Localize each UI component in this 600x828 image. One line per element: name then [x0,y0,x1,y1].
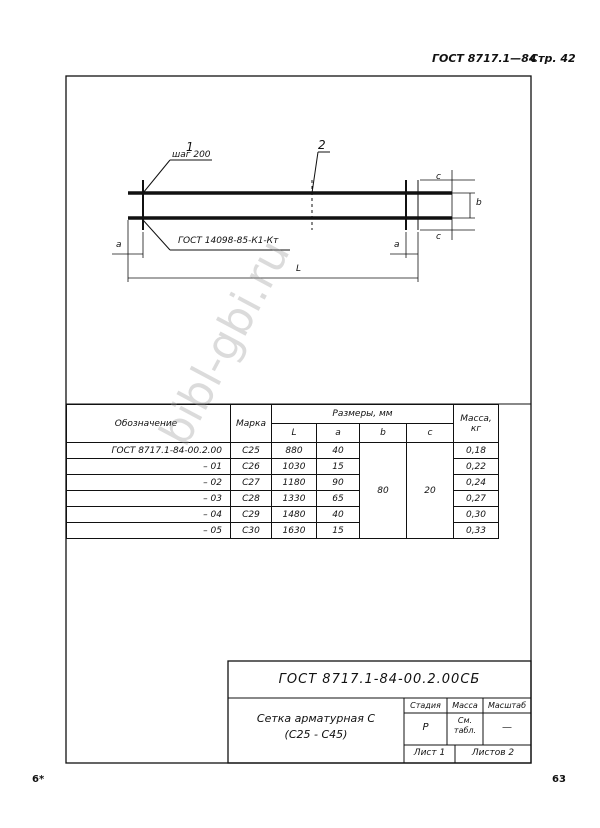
sheets-total: Листов 2 [471,748,515,758]
cell-designation: ГОСТ 8717.1-84-00.2.00 [66,442,231,459]
th-dims: Размеры, мм [271,404,454,424]
scale-label: Масштаб [487,701,527,710]
footer-left: 6* [32,774,45,785]
cell-l: 1480 [271,506,317,523]
table-row: – 05 С30 1630 15 0,33 [66,522,499,539]
scale-value: — [502,722,512,733]
footer-right: 63 [552,774,566,785]
cell-l: 1330 [271,490,317,507]
cell-b-shared: 80 [359,442,407,539]
cell-mass: 0,22 [453,458,499,475]
cell-mass: 0,30 [453,506,499,523]
stage-label: Стадия [410,701,441,710]
title-block-frame [227,660,532,764]
cell-mark: С27 [230,474,272,491]
cell-a: 40 [316,506,360,523]
cell-designation: – 01 [66,458,231,475]
title-block-name-line1: Сетка арматурная С [256,712,376,725]
dim-b: b [476,198,482,208]
table-row: – 02 С27 1180 90 0,24 [66,474,499,491]
cell-designation: – 02 [66,474,231,491]
page-label: Стр. 42 [530,52,576,65]
cell-designation: – 03 [66,490,231,507]
cell-a: 90 [316,474,360,491]
cell-mark: С29 [230,506,272,523]
dim-l: L [296,264,302,274]
cell-a: 40 [316,442,360,459]
leader-2 [311,151,319,194]
th-l: L [271,423,317,443]
mass-value: См. табл. [453,716,477,735]
cell-l: 1030 [271,458,317,475]
cell-mass: 0,27 [453,490,499,507]
pitch-note: шаг 200 [172,150,211,160]
cell-mark: С30 [230,522,272,539]
cell-designation: – 04 [66,506,231,523]
title-block-name-line2: (С25 - С45) [284,728,348,741]
cell-l: 880 [271,442,317,459]
doc-code-header: ГОСТ 8717.1—84 [432,52,537,65]
weld-leader [142,219,171,251]
cell-designation: – 05 [66,522,231,539]
cell-mass: 0,33 [453,522,499,539]
th-a: a [316,423,360,443]
cell-l: 1180 [271,474,317,491]
cell-a: 65 [316,490,360,507]
th-b: b [359,423,407,443]
cell-a: 15 [316,458,360,475]
cell-mark: С28 [230,490,272,507]
table-row: ГОСТ 8717.1-84-00.2.00 С25 880 40 80 20 … [66,442,499,539]
dim-a-left: a [116,240,122,250]
leader-1 [142,159,171,194]
table-row: – 03 С28 1330 65 0,27 [66,490,499,507]
cell-mass: 0,24 [453,474,499,491]
th-mass: Масса, кг [453,404,499,443]
mass-label: Масса [452,701,478,710]
stage-value: Р [422,722,429,733]
th-mark: Марка [230,404,272,443]
dim-a-right: a [394,240,400,250]
cell-mass: 0,18 [453,442,499,459]
callout-2: 2 [318,138,326,152]
dim-c-bottom: c [436,232,441,242]
weld-note: ГОСТ 14098-85-К1-Кт [178,236,279,246]
cell-mark: С25 [230,442,272,459]
cell-a: 15 [316,522,360,539]
th-designation: Обозначение [66,404,231,443]
callout-1: 1 [186,140,194,154]
cell-l: 1630 [271,522,317,539]
spec-table: Обозначение Марка Размеры, мм Масса, кг … [66,404,499,539]
th-c: c [406,423,454,443]
cell-mark: С26 [230,458,272,475]
title-block-code: ГОСТ 8717.1-84-00.2.00СБ [278,672,481,687]
dim-c-top: c [436,172,441,182]
cell-c-shared: 20 [406,442,454,539]
sheet-number: Лист 1 [413,748,446,758]
